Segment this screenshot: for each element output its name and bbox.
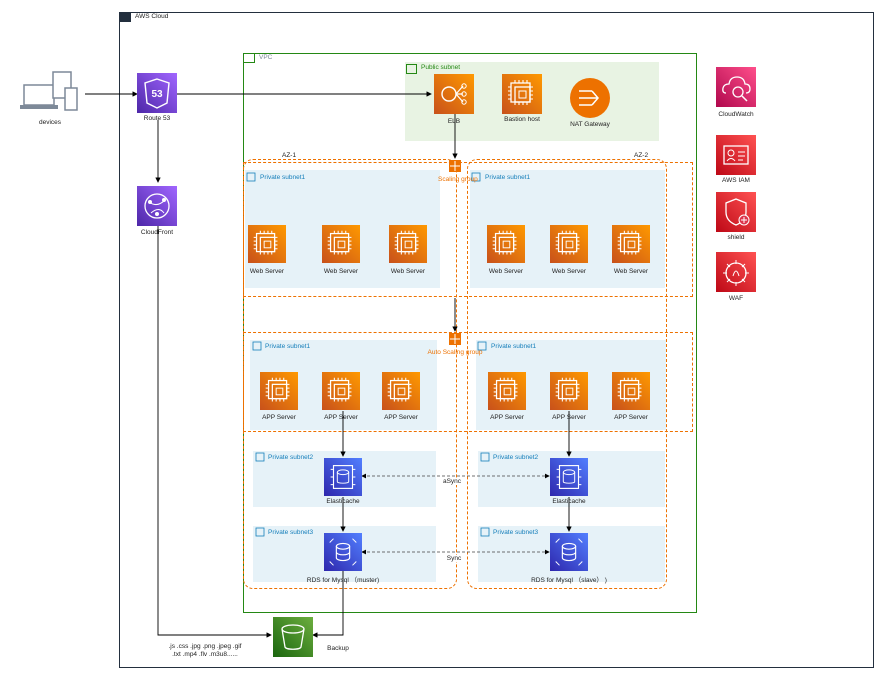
aws-cloud-label: AWS Cloud [135, 13, 169, 20]
web-server-right-1-icon[interactable] [487, 225, 525, 263]
sync-link-label: Sync [444, 555, 464, 562]
app-server-left-2-label: APP Server [324, 414, 358, 421]
scaling-group-mid-label: Auto Scaling group [427, 349, 483, 356]
app-server-right-1-icon[interactable] [488, 372, 526, 410]
s3-bucket-icon[interactable] [273, 617, 313, 657]
public-subnet-label: Public subnet [421, 64, 461, 71]
az2-label: AZ-2 [634, 152, 649, 159]
web-server-left-1-icon[interactable] [248, 225, 286, 263]
devices-label: devices [38, 119, 62, 126]
cloudwatch-icon[interactable] [716, 67, 756, 107]
bastion-label: Bastion host [504, 116, 540, 123]
elb-icon[interactable] [434, 74, 474, 114]
app-server-right-2-label: APP Server [552, 414, 586, 421]
app-server-right-2-icon[interactable] [550, 372, 588, 410]
web-server-left-3-icon[interactable] [389, 225, 427, 263]
aws-cloud-icon [119, 12, 131, 22]
app-subnet-left-label: Private subnet1 [265, 343, 311, 350]
app-server-left-1-icon[interactable] [260, 372, 298, 410]
nat-label: NAT Gateway [570, 121, 610, 128]
cache-subnet-right-label: Private subnet2 [493, 454, 539, 461]
app-server-right-3-label: APP Server [614, 414, 648, 421]
db-subnet-left-label: Private subnet3 [268, 529, 314, 536]
aws-cloud-container [119, 12, 874, 668]
web-server-left-1-label: Web Server [249, 268, 285, 275]
app-server-left-2-icon[interactable] [322, 372, 360, 410]
rds-left-icon[interactable] [324, 533, 362, 571]
s3-label: Backup [327, 645, 349, 652]
bastion-ec2-icon[interactable] [502, 74, 542, 114]
elasticache-right-icon[interactable] [550, 458, 588, 496]
app-server-left-3-label: APP Server [384, 414, 418, 421]
web-server-right-2-icon[interactable] [550, 225, 588, 263]
phone-icon [52, 71, 78, 111]
shield-icon[interactable] [716, 192, 756, 232]
web-scaling-group [243, 162, 693, 297]
az1-label: AZ-1 [282, 152, 297, 159]
nat-gateway-icon[interactable] [570, 78, 610, 118]
app-server-right-1-label: APP Server [490, 414, 524, 421]
cloudfront-icon[interactable] [137, 186, 177, 226]
s3-files-line1: .js .css .jpg .png .jpeg .gif [168, 643, 242, 650]
web-server-left-2-icon[interactable] [322, 225, 360, 263]
web-subnet-right-label: Private subnet1 [485, 174, 531, 181]
cache-subnet-left-label: Private subnet2 [268, 454, 314, 461]
app-subnet-right-label: Private subnet1 [491, 343, 537, 350]
elasticache-left-label: Elasticache [326, 498, 360, 505]
scaling-group-top-label: Scaling group [438, 176, 478, 183]
auto-scaling-icon [449, 160, 461, 172]
s3-files-line2: .txt .mp4 .flv .m3u8...... [172, 651, 238, 658]
async-link-label: aSync [440, 478, 464, 485]
web-server-right-3-icon[interactable] [612, 225, 650, 263]
service-iam-label: AWS IAM [722, 177, 750, 184]
service-shield-label: shield [727, 234, 745, 241]
vpc-icon [243, 53, 255, 63]
vpc-label: VPC [259, 54, 273, 61]
app-scaling-group [243, 332, 693, 432]
svg-text:53: 53 [151, 89, 163, 100]
az2-container [467, 159, 667, 589]
web-server-left-2-label: Web Server [323, 268, 359, 275]
app-server-left-3-icon[interactable] [382, 372, 420, 410]
route53-label: Route 53 [143, 115, 171, 122]
app-server-left-1-label: APP Server [262, 414, 296, 421]
rds-left-label: RDS for Mysql （muster) [306, 577, 380, 584]
web-server-right-1-label: Web Server [488, 268, 524, 275]
elb-label: ELB [447, 118, 461, 125]
rds-right-label: RDS for Mysql （slave） ) [531, 577, 607, 584]
cloudfront-label: CloudFront [140, 229, 174, 236]
public-subnet-lock-icon [406, 64, 417, 74]
route53-icon[interactable]: 53 [137, 73, 177, 113]
elasticache-left-icon[interactable] [324, 458, 362, 496]
service-waf-label: WAF [728, 295, 744, 302]
iam-icon[interactable] [716, 135, 756, 175]
db-subnet-right-label: Private subnet3 [493, 529, 539, 536]
web-server-left-3-label: Web Server [390, 268, 426, 275]
service-cloudwatch-label: CloudWatch [718, 111, 754, 118]
rds-right-icon[interactable] [550, 533, 588, 571]
auto-scaling-icon-mid [449, 333, 461, 345]
web-subnet-left-label: Private subnet1 [260, 174, 306, 181]
waf-icon[interactable] [716, 252, 756, 292]
web-server-right-3-label: Web Server [613, 268, 649, 275]
elasticache-right-label: Elasticache [552, 498, 586, 505]
web-server-right-2-label: Web Server [551, 268, 587, 275]
app-server-right-3-icon[interactable] [612, 372, 650, 410]
